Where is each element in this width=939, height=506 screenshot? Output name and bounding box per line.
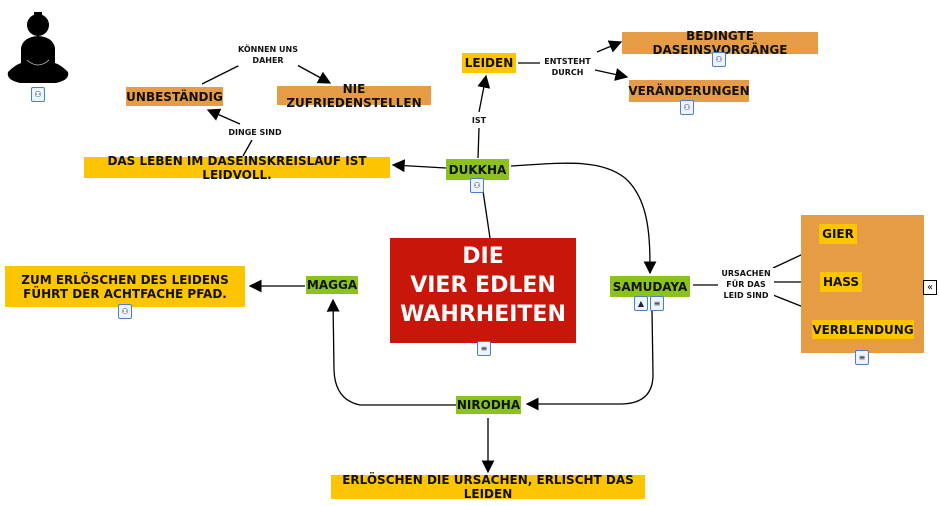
concept-map-icon[interactable]: ⚇ <box>680 100 694 115</box>
node-das-leben[interactable]: DAS LEBEN IM DASEINSKREISLAUF IST LEIDVO… <box>84 154 390 182</box>
node-unbestaendig[interactable]: UNBESTÄNDIG <box>126 87 223 106</box>
image-icon[interactable]: ▲ <box>634 296 648 311</box>
node-bedingte-daseinsvorgaenge[interactable]: BEDINGTE DASEINSVORGÄNGE <box>622 29 818 57</box>
concept-map-icon[interactable]: ⚇ <box>470 178 484 193</box>
node-nirodha[interactable]: NIRODHA <box>456 396 521 414</box>
node-gier[interactable]: GIER <box>819 224 857 244</box>
concept-map-icon[interactable]: ⚇ <box>118 304 132 319</box>
link-ursachen: URSACHEN FÜR DAS LEID SIND <box>718 268 774 301</box>
document-icon[interactable]: ≡ <box>650 296 664 311</box>
title-line: WAHRHEITEN <box>400 302 566 327</box>
node-zum-erloeschen[interactable]: ZUM ERLÖSCHEN DES LEIDENS FÜHRT DER ACHT… <box>5 266 245 307</box>
title-line: DIE <box>462 244 504 269</box>
node-verblendung[interactable]: VERBLENDUNG <box>812 320 914 339</box>
node-dukkha[interactable]: DUKKHA <box>446 159 509 180</box>
concept-map-icon[interactable]: ⚇ <box>31 87 45 102</box>
buddha-image <box>5 8 71 86</box>
node-leiden[interactable]: LEIDEN <box>462 53 516 73</box>
node-nie-zufriedenstellen[interactable]: NIE ZUFRIEDENSTELLEN <box>277 82 431 110</box>
title-node[interactable]: DIE VIER EDLEN WAHRHEITEN <box>390 238 576 343</box>
node-samudaya[interactable]: SAMUDAYA <box>610 276 690 297</box>
collapse-icon[interactable]: « <box>923 280 937 295</box>
title-line: VIER EDLEN <box>410 273 556 298</box>
link-entsteht-durch: ENTSTEHT DURCH <box>540 56 595 78</box>
node-magga[interactable]: MAGGA <box>306 276 358 294</box>
document-icon[interactable]: ≡ <box>855 350 869 365</box>
concept-map-icon[interactable]: ⚇ <box>712 52 726 67</box>
document-icon[interactable]: ≡ <box>477 341 491 356</box>
node-veraenderungen[interactable]: VERÄNDERUNGEN <box>628 80 750 102</box>
node-hass[interactable]: HASS <box>820 272 862 292</box>
link-dinge-sind: DINGE SIND <box>225 127 285 138</box>
node-erloeschen-ursachen[interactable]: ERLÖSCHEN DIE URSACHEN, ERLISCHT DAS LEI… <box>331 473 645 501</box>
link-ist: IST <box>468 115 490 126</box>
link-koennen: KÖNNEN UNS DAHER <box>238 44 298 66</box>
